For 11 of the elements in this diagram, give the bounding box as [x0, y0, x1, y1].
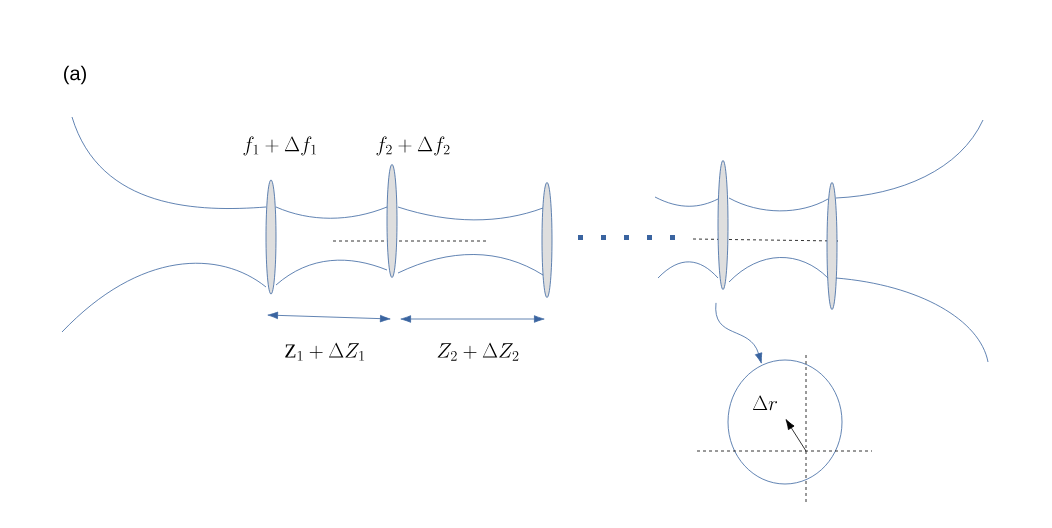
- arrow: [715, 302, 763, 364]
- panel-label: (a): [64, 65, 86, 85]
- lens: [386, 164, 398, 278]
- focal-length-label: $f_2 + \Delta f_2$: [376, 136, 450, 156]
- lens: [265, 179, 277, 295]
- focal-length-label: $f_1 + \Delta f_1$: [243, 136, 316, 156]
- dimension-label: $Z_2 + \Delta Z_2$: [437, 342, 519, 361]
- lens: [541, 182, 553, 298]
- lens: [717, 160, 729, 290]
- dimension-label: $\mathrm{Z}_1 + \Delta Z_1$: [285, 342, 365, 361]
- lens: [826, 182, 838, 310]
